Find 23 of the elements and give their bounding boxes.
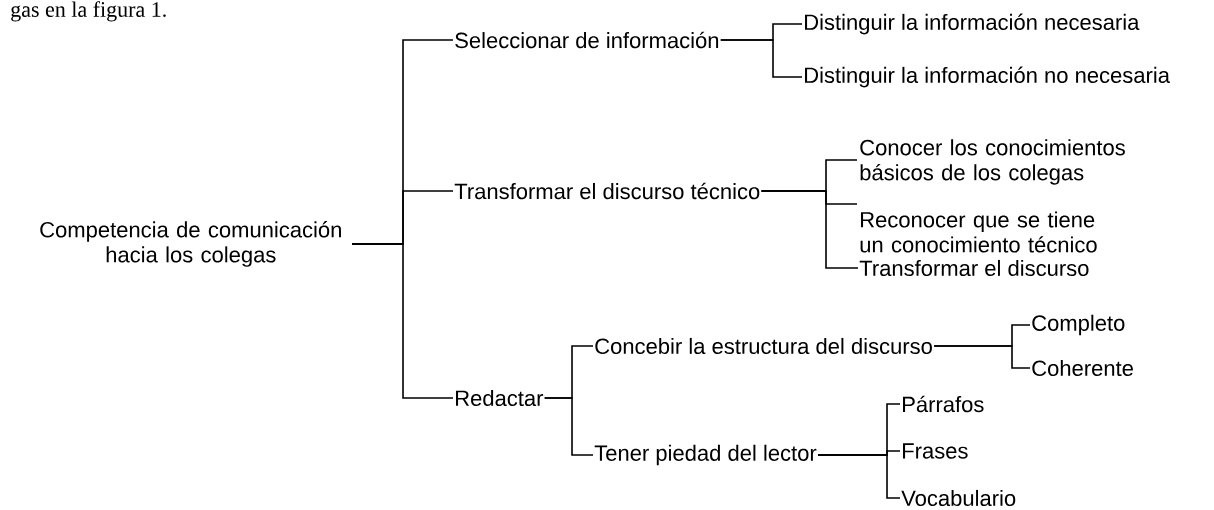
tree-label: Párrafos: [903, 395, 984, 413]
tree-label: Tener piedad del lector: [594, 444, 817, 466]
tree-label: Conocer los conocimientos básicos de los colegas: [860, 139, 1125, 185]
tree-label: Redactar: [456, 389, 544, 407]
tree-label: Vocabulario: [901, 489, 1016, 507]
tree-label: Seleccionar de información: [455, 31, 719, 49]
connector: [351, 243, 454, 399]
connector: [933, 345, 1031, 369]
tree-label: Transformar el discurso: [859, 259, 1089, 277]
tree-label: Transformar el discurso técnico: [454, 182, 760, 200]
connector: [760, 190, 859, 269]
tree-label: Distinguir la información no necesaria: [805, 66, 1170, 88]
tree-label: Reconocer que se tiene un conocimiento técnico: [860, 211, 1097, 253]
connector: [543, 397, 594, 456]
tree-label: Coherente: [1032, 359, 1133, 377]
tree-label: Completo: [1032, 314, 1125, 336]
tree-label: Competencia de comunicación hacia los colegas: [40, 221, 341, 267]
tree-label: Frases: [903, 443, 968, 459]
tree-label: Concebir la estructura del discurso: [595, 337, 932, 355]
connector: [817, 454, 901, 499]
tree-label: Distinguir la información necesaria: [805, 13, 1140, 35]
connector: [719, 39, 803, 78]
caption-text: gas en la figura 1.: [11, 1, 166, 22]
